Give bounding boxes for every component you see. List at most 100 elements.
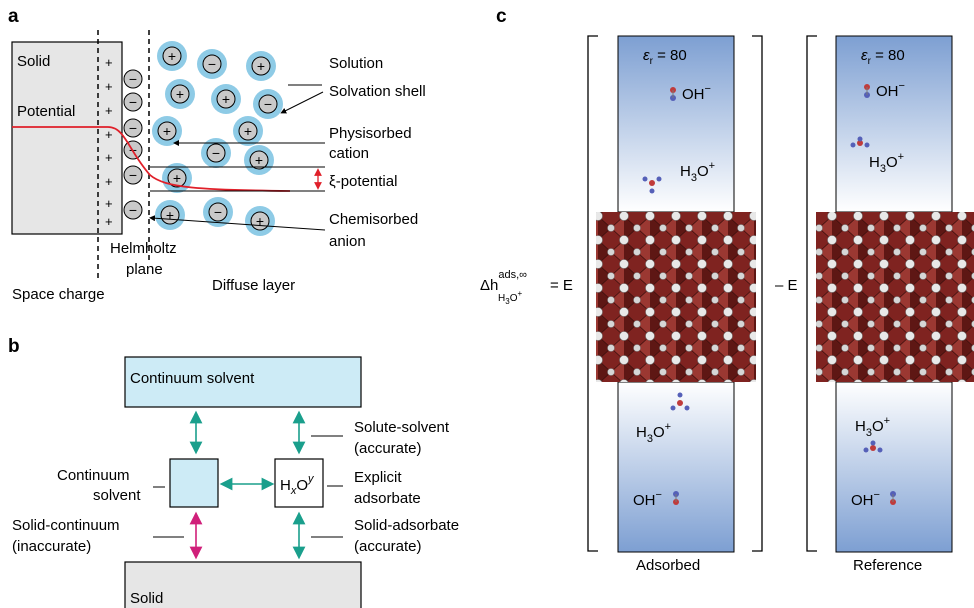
helmholtz-label-1: Helmholtz	[110, 240, 177, 257]
h3o-molecule-icon	[642, 176, 662, 194]
solid-block	[11, 41, 123, 235]
svg-text:−: −	[264, 96, 272, 112]
minus-sign: −	[129, 94, 137, 110]
anion	[123, 165, 143, 185]
adsorbed-label: Adsorbed	[636, 557, 700, 574]
continuum-solvent-box	[124, 356, 362, 408]
svg-text:+: +	[176, 86, 184, 102]
bracket-left-1	[587, 35, 598, 552]
explicit-label-2: adsorbate	[354, 490, 421, 507]
oh-molecule-icon	[673, 491, 679, 505]
oh-molecule-icon	[670, 87, 676, 101]
solvated-ion: +	[245, 206, 275, 236]
solvated-ion: −	[253, 89, 283, 119]
svg-text:+: +	[257, 58, 265, 74]
plus-sign: +	[105, 79, 113, 94]
svg-text:+: +	[244, 123, 252, 139]
solid-box	[124, 561, 362, 608]
solvated-ion: +	[211, 84, 241, 114]
solvated-ion: −	[203, 197, 233, 227]
panel-b: b Continuum solvent Solute-solvent (accu…	[8, 336, 459, 608]
delta-h-subscript: H3O+	[498, 289, 522, 306]
anion	[123, 118, 143, 138]
solid-box-label: Solid	[130, 590, 163, 607]
reference-slab-atoms	[816, 212, 974, 382]
reference-solvent-bottom	[835, 381, 953, 553]
anion	[123, 200, 143, 220]
continuum-solvent-small-box	[169, 458, 219, 508]
svg-text:+: +	[222, 91, 230, 107]
solvated-ion: +	[246, 51, 276, 81]
svg-text:+: +	[163, 123, 171, 139]
potential-curve	[12, 126, 291, 192]
panel-c-label: c	[496, 6, 507, 27]
oh-molecule-icon	[890, 491, 896, 505]
panel-c: c εr = 80 OH− H3O+ H3O+ OH− Adsorbed	[480, 6, 974, 574]
solid-label: Solid	[17, 53, 50, 70]
explicit-label-1: Explicit	[354, 469, 402, 486]
physisorbed-label-2: cation	[329, 145, 369, 162]
minus-sign: −	[129, 71, 137, 87]
plus-sign: +	[105, 103, 113, 118]
solvated-ion: −	[197, 49, 227, 79]
panel-a-label: a	[8, 6, 19, 27]
delta-h-symbol: Δhads,∞	[480, 269, 527, 294]
h3o-molecule-icon	[670, 392, 690, 411]
oh-molecule-icon	[864, 84, 870, 98]
solute-solvent-label-2: (accurate)	[354, 440, 422, 457]
solvated-ion: +	[165, 79, 195, 109]
equals-e: = E	[550, 277, 573, 294]
oh-label-bottom: OH−	[633, 489, 662, 509]
potential-label: Potential	[17, 103, 75, 120]
bracket-left-2	[806, 35, 817, 552]
solvated-ion: +	[162, 163, 192, 193]
continuum-label-1: Continuum	[57, 467, 130, 484]
hxoy-formula: HxOy	[280, 473, 315, 497]
plus-sign: +	[105, 127, 113, 142]
panel-a: a Solid Potential + + + + + + + + −	[8, 6, 426, 303]
solvation-shell-label: Solvation shell	[329, 83, 426, 100]
solvated-ion: +	[233, 116, 263, 146]
reference-column: εr = 80 OH− H3O+ H3O+ OH− Reference	[816, 35, 974, 574]
anion	[123, 69, 143, 89]
plus-sign: +	[105, 174, 113, 189]
reference-solvent-top	[835, 35, 953, 213]
solution-label: Solution	[329, 55, 383, 72]
svg-text:+: +	[166, 207, 174, 223]
space-charge-plus-signs: + + + + + + + +	[105, 55, 113, 229]
helmholtz-label-2: plane	[126, 261, 163, 278]
solvation-shell-pointer	[280, 91, 324, 114]
svg-text:−: −	[212, 145, 220, 161]
oh-label-ref-bottom: OH−	[851, 489, 880, 509]
xi-potential-label: ξ-potential	[329, 173, 397, 190]
svg-text:+: +	[168, 48, 176, 64]
continuum-solvent-box-label: Continuum solvent	[130, 370, 255, 387]
chemisorbed-pointer	[149, 215, 326, 231]
adsorbed-column: εr = 80 OH− H3O+ H3O+ OH− Adsorbed	[596, 35, 756, 574]
adsorbed-solvent-bottom	[617, 381, 735, 553]
minus-e: – E	[775, 277, 798, 294]
h3o-label-ref-top: H3O+	[869, 151, 904, 175]
solute-solvent-label-1: Solute-solvent	[354, 419, 450, 436]
plus-sign: +	[105, 150, 113, 165]
continuum-label-2: solvent	[93, 487, 141, 504]
solid-continuum-label-2: (inaccurate)	[12, 538, 91, 555]
svg-text:−: −	[208, 56, 216, 72]
plus-sign: +	[105, 196, 113, 211]
reference-label: Reference	[853, 557, 922, 574]
solvated-ion: −	[201, 138, 231, 168]
svg-text:+: +	[255, 152, 263, 168]
plus-sign: +	[105, 214, 113, 229]
h3o-label-top: H3O+	[680, 160, 715, 184]
chemisorbed-label-1: Chemisorbed	[329, 211, 418, 228]
h3o-label-ref-bottom: H3O+	[855, 415, 890, 439]
solid-adsorbate-label-2: (accurate)	[354, 538, 422, 555]
space-charge-label: Space charge	[12, 286, 105, 303]
solid-adsorbate-label-1: Solid-adsorbate	[354, 517, 459, 534]
solvated-ions: +−+++−+−+++−++	[152, 41, 283, 236]
svg-text:−: −	[214, 204, 222, 220]
adsorbed-solvent-top	[617, 35, 735, 213]
anion	[123, 92, 143, 112]
h3o-label-bottom: H3O+	[636, 421, 671, 445]
